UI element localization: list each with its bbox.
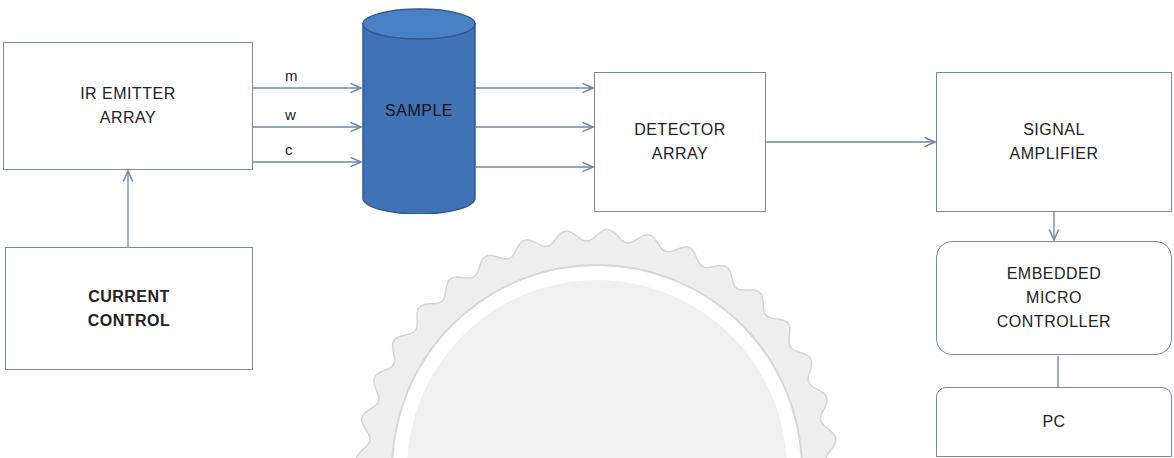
controller-box: EMBEDDED MICRO CONTROLLER [936, 241, 1172, 355]
node-label: SAMPLE [385, 99, 453, 123]
control-box: CURRENT CONTROL [5, 247, 253, 370]
node-label: PC [1042, 410, 1065, 434]
signal-arrow [476, 166, 593, 167]
signal-arrow [127, 171, 128, 247]
computer-box: PC [936, 387, 1172, 457]
signal-arrow [476, 87, 593, 88]
node-label: DETECTOR ARRAY [620, 118, 740, 166]
node-label: SIGNAL AMPLIFIER [994, 118, 1114, 166]
signal-arrow [253, 87, 361, 88]
signal-arrow [1057, 356, 1058, 387]
node-label: IR EMITTER ARRAY [73, 82, 183, 130]
sample-cylinder: SAMPLE [362, 8, 476, 214]
signal-arrow [476, 126, 593, 127]
wavelength-label: c [283, 142, 295, 159]
process-box: DETECTOR ARRAY [594, 72, 766, 212]
process-box: IR EMITTER ARRAY [3, 42, 253, 170]
signal-arrow [766, 141, 935, 142]
node-label: CURRENT CONTROL [74, 285, 184, 333]
seal-center [407, 280, 787, 458]
seal-outline [356, 229, 837, 458]
wavelength-label: w [283, 107, 298, 124]
process-box: SIGNAL AMPLIFIER [936, 72, 1172, 212]
signal-arrow [253, 126, 361, 127]
signal-arrow [1053, 212, 1054, 240]
signal-arrow [253, 161, 361, 162]
node-label: EMBEDDED MICRO CONTROLLER [984, 262, 1124, 334]
seal-ring [392, 265, 802, 458]
wavelength-label: m [283, 68, 300, 85]
